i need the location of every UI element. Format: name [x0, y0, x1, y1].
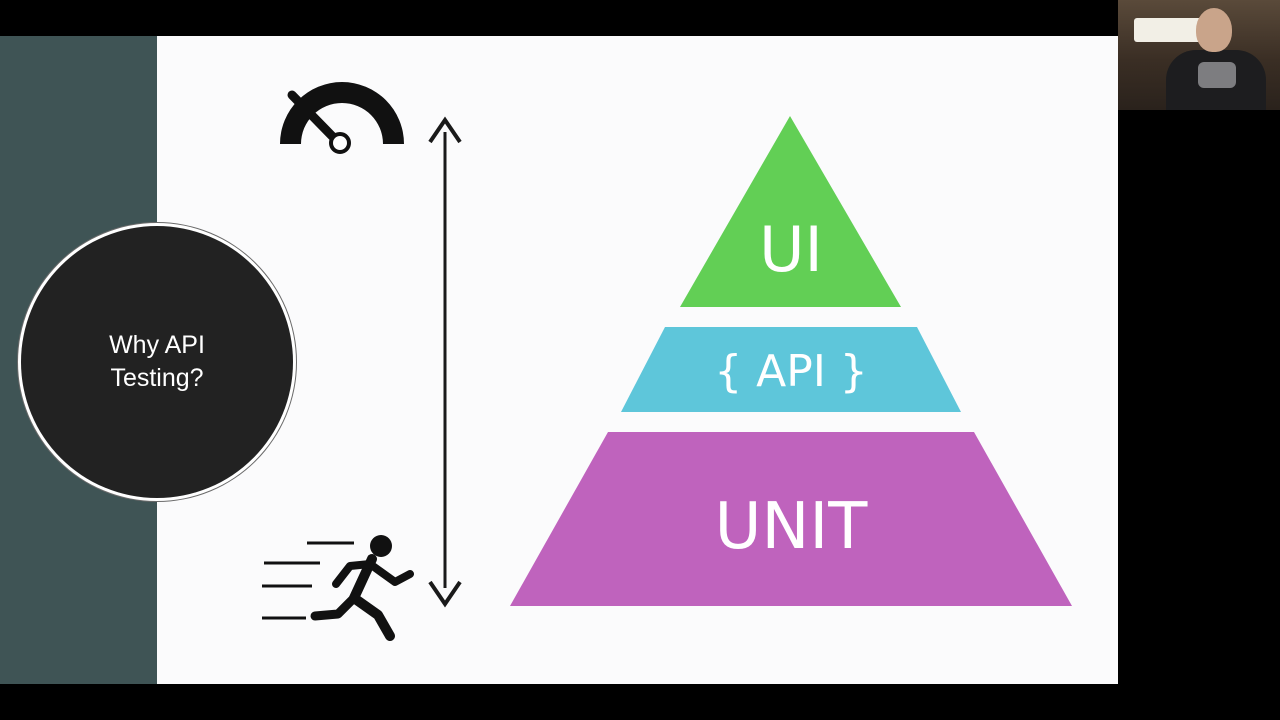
pyramid-tier-api	[621, 327, 961, 412]
pyramid-tier-ui	[680, 116, 901, 307]
speedometer-icon	[280, 82, 404, 154]
running-person-icon	[262, 535, 414, 641]
pyramid-label-api: { API }	[714, 346, 868, 397]
webcam-thumbnail[interactable]	[1118, 0, 1280, 110]
title-circle: Why API Testing?	[21, 226, 293, 498]
shirt-print	[1198, 62, 1236, 88]
slide-graphics: UI { API } UNIT	[262, 82, 1072, 641]
pyramid-label-unit: UNIT	[715, 490, 869, 564]
slide-title: Why API Testing?	[109, 331, 205, 392]
presenter-head	[1196, 8, 1232, 52]
pyramid-label-ui: UI	[759, 213, 823, 286]
pyramid-tier-unit	[510, 432, 1072, 606]
double-arrow-icon	[428, 116, 462, 608]
presentation-slide: Why API Testing? UI	[0, 36, 1118, 684]
ceiling-light	[1134, 18, 1204, 42]
